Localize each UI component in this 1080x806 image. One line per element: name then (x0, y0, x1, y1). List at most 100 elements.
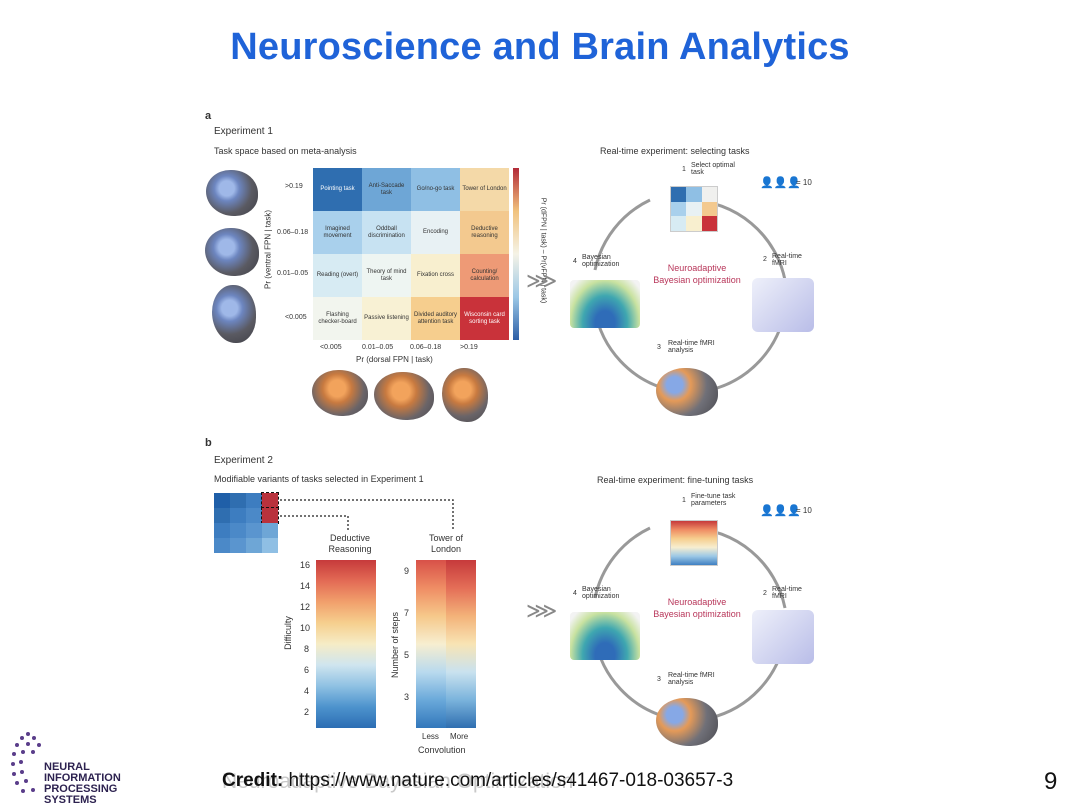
task-cell: Tower of London (460, 168, 509, 211)
participants-count: = 10 (796, 178, 812, 187)
chevron-right-icon: ⋙ (526, 268, 558, 293)
task-cell: Go/no-go task (411, 168, 460, 211)
task-cell: Divided auditory attention task (411, 297, 460, 340)
loop-title-b: Real-time experiment: fine-tuning tasks (597, 475, 754, 485)
step-label: Real-time fMRI (772, 253, 802, 267)
step-number: 4 (573, 590, 577, 597)
step-label: Select optimal task (691, 162, 735, 176)
colorbar-label: Pr (dFPN | task) – Pr(vFPN | task) (539, 197, 547, 304)
chevron-right-icon: ⋙ (526, 598, 558, 623)
tick-label: More (450, 732, 469, 741)
fmri-scanner-image (752, 610, 814, 664)
heatmap1-ylabel: Difficulty (283, 616, 293, 650)
mini-parameter-grid (670, 520, 718, 566)
credit-line: Credit: https://www.nature.com/articles/… (222, 770, 733, 792)
col-label: 0.01–0.05 (362, 344, 394, 351)
experiment-1-label: Experiment 1 (214, 126, 273, 137)
col-label: 0.06–0.18 (410, 344, 442, 351)
heatmap2-ylabel: Number of steps (390, 611, 400, 679)
tick-label: 14 (300, 581, 311, 591)
brain-image (656, 368, 718, 416)
participants-count: = 10 (796, 506, 812, 515)
logo-line: INFORMATION (44, 772, 121, 784)
step-number: 1 (682, 497, 686, 504)
optimization-surface-image (570, 612, 640, 660)
task-cell: Wisconsin card sorting task (460, 297, 509, 340)
tick-label: 7 (404, 608, 410, 618)
selected-task-grid (214, 492, 279, 553)
tick-label: 9 (404, 566, 410, 576)
heatmap1 (316, 560, 376, 728)
step-number: 2 (763, 590, 767, 597)
task-cell: Pointing task (313, 168, 362, 211)
fmri-scanner-image (752, 278, 814, 332)
logo-line: NEURAL (44, 761, 90, 773)
step-label: Real-time fMRI analysis (668, 672, 715, 686)
row-label: >0.19 (285, 183, 303, 190)
tick-label: 12 (300, 602, 311, 612)
task-cell: Deductive reasoning (460, 211, 509, 254)
participants-icon: 👤👤👤 (760, 505, 802, 517)
tick-label: 16 (300, 560, 311, 570)
tick-label: 10 (300, 623, 311, 633)
loop-center-label: Neuroadaptive Bayesian optimization (653, 263, 741, 285)
credit-label: Credit: (222, 770, 284, 791)
task-cell: Theory of mind task (362, 254, 411, 297)
step-label: Bayesian optimization (582, 586, 620, 600)
colorbar (513, 168, 519, 340)
task-cell: Anti-Saccade task (362, 168, 411, 211)
task-cell: Fixation cross (411, 254, 460, 297)
experiment-1-subtitle: Task space based on meta-analysis (214, 146, 357, 156)
brain-image (374, 372, 434, 420)
tick-label: 8 (304, 644, 310, 654)
task-cell: Oddball discrimination (362, 211, 411, 254)
panel-letter-b: b (205, 437, 212, 449)
brain-image (212, 285, 256, 343)
step-label: Bayesian optimization (582, 254, 620, 268)
experiment-2-label: Experiment 2 (214, 455, 273, 466)
brain-image (656, 698, 718, 746)
row-label: <0.005 (285, 314, 307, 321)
task-cell: Reading (overt) (313, 254, 362, 297)
row-label: 0.06–0.18 (277, 229, 309, 236)
panel-letter-a: a (205, 110, 212, 122)
step-number: 2 (763, 256, 767, 263)
row-label: 0.01–0.05 (277, 270, 309, 277)
slide-number: 9 (1044, 768, 1058, 795)
tick-label: Less (422, 732, 439, 741)
dotted-connectors (280, 499, 454, 530)
optimization-surface-image (570, 280, 640, 328)
tick-label: 3 (404, 692, 410, 702)
ghost-subtitle: Neuroadaptive Bayesian Optimization (222, 770, 574, 793)
logo-line: PROCESSING (44, 783, 118, 795)
experiment-2-subtitle: Modifiable variants of tasks selected in… (214, 474, 424, 484)
x-axis-label-a: Pr (dorsal FPN | task) (356, 355, 433, 364)
loop-center-label: Neuroadaptive Bayesian optimization (653, 597, 741, 619)
step-number: 3 (657, 676, 661, 683)
heatmap2-title: Tower of London (428, 533, 463, 554)
credit-url[interactable]: https://www.nature.com/articles/s41467-0… (288, 770, 734, 791)
step-number: 4 (573, 258, 577, 265)
col-label: >0.19 (460, 344, 478, 351)
tick-label: 2 (304, 707, 310, 717)
step-number: 3 (657, 344, 661, 351)
brain-image (206, 170, 258, 216)
participants-icon: 👤👤👤 (760, 177, 802, 189)
task-cell: Counting/ calculation (460, 254, 509, 297)
step-label: Real-time fMRI (772, 586, 802, 600)
task-cell: Imagined movement (313, 211, 362, 254)
brain-image (205, 228, 259, 276)
loop-title-a: Real-time experiment: selecting tasks (600, 146, 750, 156)
tick-label: 6 (304, 665, 310, 675)
step-label: Fine-tune task parameters (691, 493, 736, 507)
step-label: Real-time fMRI analysis (668, 340, 715, 354)
y-axis-label-a: Pr (ventral FPN | task) (263, 210, 273, 289)
mini-task-grid (670, 186, 718, 232)
slide-title: Neuroscience and Brain Analytics (230, 26, 850, 68)
neurips-logo-text: NEURAL INFORMATION PROCESSING SYSTEMS (44, 762, 121, 806)
step-number: 1 (682, 166, 686, 173)
logo-line: SYSTEMS (44, 794, 97, 806)
brain-image (442, 368, 488, 422)
heatmap2 (416, 560, 476, 728)
